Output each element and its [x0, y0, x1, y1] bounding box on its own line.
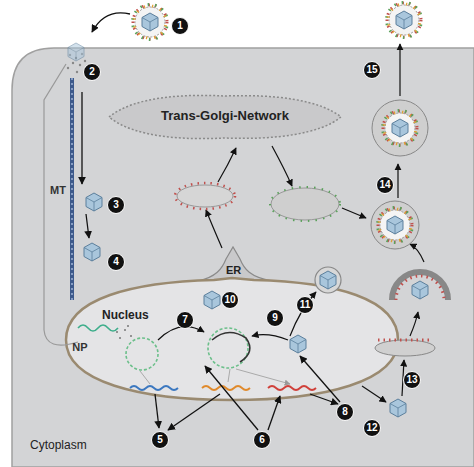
- node-label: ER: [226, 264, 241, 276]
- callout-number: 1: [171, 17, 189, 35]
- golgi-network: Trans-Golgi-Network: [105, 92, 345, 142]
- nucleus: Nucleus: [64, 278, 400, 402]
- cell: Cytoplasm Trans-Golgi-NetworkER Nucleus: [12, 48, 474, 467]
- er-organelle: ER: [198, 245, 272, 281]
- node-label: Cytoplasm: [30, 438, 87, 452]
- node-label: Trans-Golgi-Network: [105, 108, 345, 123]
- nucleus-outline: [64, 278, 400, 402]
- node-label: Nucleus: [102, 308, 149, 322]
